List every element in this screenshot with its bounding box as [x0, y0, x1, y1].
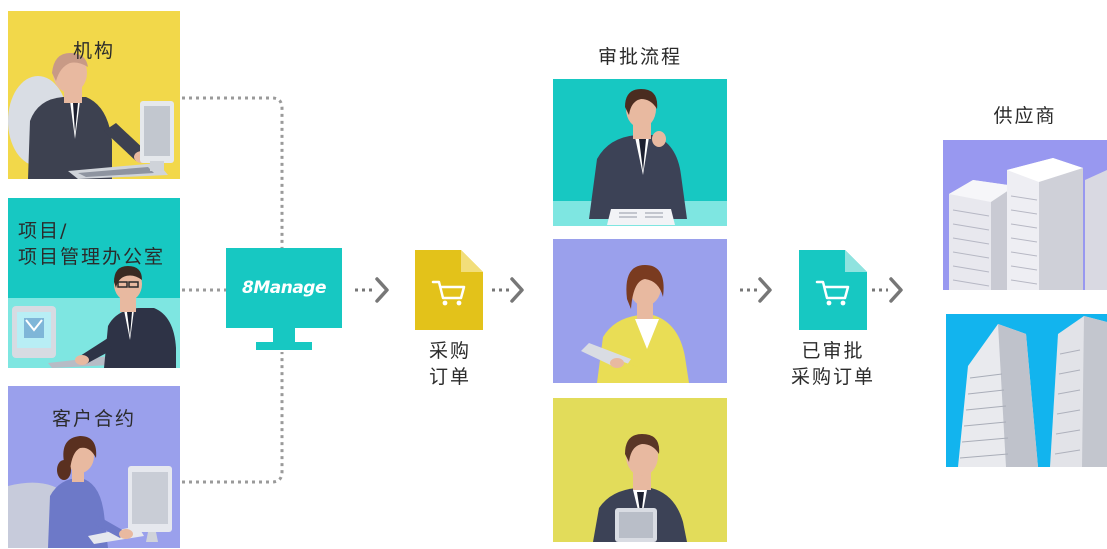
- approved-order-document: [799, 250, 867, 330]
- source-panel-institution: [8, 11, 180, 179]
- man-with-glasses-illustration: [8, 266, 180, 368]
- system-monitor: 8Manage: [226, 248, 342, 352]
- woman-with-tablet-illustration: [581, 265, 689, 383]
- cart-icon: [415, 250, 483, 330]
- purchase-order-label: 采购 订单: [428, 340, 471, 388]
- connector-institution: [182, 96, 284, 248]
- system-monitor-stand: [273, 328, 295, 342]
- supplier-title: 供应商: [993, 105, 1057, 127]
- source-label-institution: 机构: [72, 40, 115, 62]
- buildings-illustration: [949, 158, 1107, 290]
- system-monitor-screen: 8Manage: [226, 248, 342, 328]
- supplier-panel-1: [943, 140, 1107, 290]
- source-label-project-office: 项目/ 项目管理办公室: [18, 220, 166, 268]
- thinking-man-illustration: [553, 89, 727, 226]
- chevron-right-icon: [375, 277, 389, 303]
- source-label-contracts: 客户合约: [51, 408, 136, 430]
- chevron-right-icon: [758, 277, 772, 303]
- supplier-panel-2: [946, 314, 1107, 467]
- approval-panel-2: [553, 239, 727, 383]
- man-at-computer-illustration: [8, 53, 174, 179]
- approval-panel-3: [553, 398, 727, 542]
- approval-title: 审批流程: [597, 46, 682, 68]
- source-panel-project-office: [8, 198, 180, 368]
- system-monitor-base: [256, 342, 312, 350]
- chevron-right-icon: [510, 277, 524, 303]
- chevron-right-icon: [889, 277, 903, 303]
- system-logo: 8Manage: [242, 278, 327, 298]
- approved-order-label: 已审批 采购订单: [790, 340, 875, 388]
- approval-panel-1: [553, 79, 727, 226]
- source-panel-contracts: [8, 386, 180, 548]
- cart-icon: [799, 250, 867, 330]
- connector-contracts: [182, 352, 284, 484]
- skyscrapers-illustration: [958, 316, 1107, 467]
- man-with-tablet-illustration: [593, 434, 687, 542]
- purchase-order-document: [415, 250, 483, 330]
- woman-at-computer-illustration: [8, 436, 172, 548]
